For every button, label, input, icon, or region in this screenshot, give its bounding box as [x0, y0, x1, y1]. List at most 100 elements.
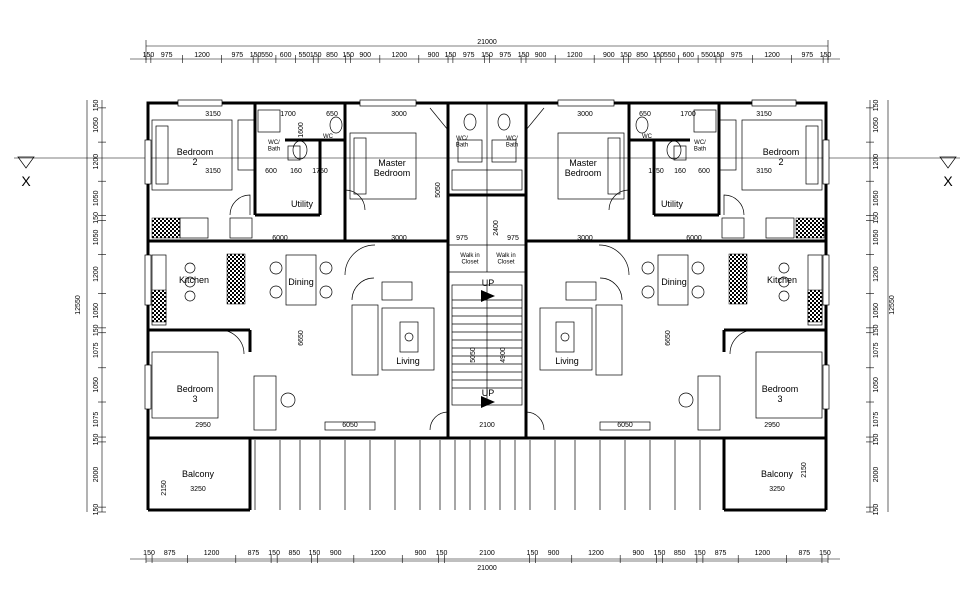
dim-label: 1050 — [93, 230, 100, 246]
dim-label: 875 — [248, 550, 260, 557]
dim-label: 150 — [309, 550, 321, 557]
dim-label: 1200 — [370, 550, 386, 557]
dim-label: 875 — [164, 550, 176, 557]
dim-label: 2000 — [93, 467, 100, 483]
dining-table-icon — [285, 254, 317, 306]
room-label-wc-left: WC — [323, 134, 334, 140]
dim-label: 900 — [603, 52, 615, 59]
room-label-wcbath-left: WC/Bath — [268, 140, 280, 153]
dim-label: 150 — [694, 550, 706, 557]
dim-label: 650 — [326, 111, 338, 118]
dim-label: 160 — [674, 168, 686, 175]
room-label-wcbath-center-right: WC/Bath — [506, 136, 518, 149]
bed-icon — [151, 119, 233, 191]
dim-label: 900 — [548, 550, 560, 557]
dim-label: 150 — [342, 52, 354, 59]
dim-label: 3250 — [769, 486, 785, 493]
dim-label: 875 — [798, 550, 810, 557]
dim-label: 1750 — [648, 168, 664, 175]
dim-label: 6000 — [686, 235, 702, 242]
dim-label: 150 — [436, 550, 448, 557]
sofa-icon — [595, 304, 623, 376]
dim-label: 1200 — [392, 52, 408, 59]
dim-label: 150 — [819, 550, 831, 557]
dim-label: 2950 — [195, 422, 211, 429]
dim-label: 975 — [161, 52, 173, 59]
dim-label: 1200 — [194, 52, 210, 59]
stair-label-up-bottom: UP — [482, 388, 495, 398]
dim-label: 3000 — [391, 235, 407, 242]
dim-label: 1075 — [93, 342, 100, 358]
left-dimension-chain: 12550 1501050120010501501050120010501501… — [75, 100, 106, 516]
dim-label: 3000 — [577, 235, 593, 242]
dim-label: 6000 — [272, 235, 288, 242]
dim-label: 2950 — [764, 422, 780, 429]
room-label-kitchen-left: Kitchen — [179, 275, 209, 285]
overall-width-top: 21000 — [477, 39, 497, 46]
dim-label: 600 — [683, 52, 695, 59]
dim-label: 150 — [873, 324, 880, 336]
dim-label: 900 — [359, 52, 371, 59]
dim-label: 850 — [636, 52, 648, 59]
dim-label: 150 — [518, 52, 530, 59]
dim-label: 150 — [873, 504, 880, 516]
dim-label: 150 — [143, 52, 155, 59]
dim-label: 550 — [261, 52, 273, 59]
dim-label: 1050 — [873, 230, 880, 246]
dim-label: 975 — [731, 52, 743, 59]
dim-label: 1200 — [764, 52, 780, 59]
dim-label: 3150 — [205, 168, 221, 175]
dim-label: 3150 — [205, 111, 221, 118]
dim-label: 975 — [507, 235, 519, 242]
dim-label: 1700 — [280, 111, 296, 118]
room-label-balcony-left: Balcony — [182, 469, 215, 479]
section-label-left: X — [21, 173, 31, 189]
balcony-railings — [254, 440, 701, 510]
dim-label: 5050 — [470, 347, 477, 363]
bed-icon — [349, 132, 417, 200]
dim-label: 975 — [499, 52, 511, 59]
dim-label: 900 — [415, 550, 427, 557]
dim-label: 1200 — [755, 550, 771, 557]
room-label-dining-left: Dining — [288, 277, 314, 287]
dim-label: 975 — [463, 52, 475, 59]
overall-height-right: 12550 — [889, 295, 896, 315]
stair-arrow-top-icon — [481, 290, 495, 302]
dim-label: 1050 — [93, 190, 100, 206]
dim-label: 1075 — [93, 412, 100, 428]
dim-label: 1050 — [873, 377, 880, 393]
dim-label: 1200 — [93, 154, 100, 170]
section-label-right: X — [943, 173, 953, 189]
bed-icon — [741, 119, 823, 191]
bed-icon — [151, 351, 219, 419]
dim-label: 150 — [93, 324, 100, 336]
bottom-dimension-chain: 21000 150 875 1200 875 150 850 150 900 1200 900 15… — [130, 550, 840, 572]
dim-label: 150 — [652, 52, 664, 59]
section-marker-left-icon — [17, 156, 35, 169]
dim-label: 1200 — [567, 52, 583, 59]
bed-icon — [557, 132, 625, 200]
dim-label: 1200 — [588, 550, 604, 557]
room-label-dining-right: Dining — [661, 277, 687, 287]
section-marker-right-icon — [939, 156, 957, 169]
dim-label: 1050 — [93, 377, 100, 393]
dim-label: 1050 — [873, 190, 880, 206]
dim-label: 150 — [93, 504, 100, 516]
dining-table-icon — [657, 254, 689, 306]
room-label-wc-right: WC — [642, 134, 653, 140]
dim-label: 6050 — [342, 422, 358, 429]
dim-label: 3150 — [756, 168, 772, 175]
dim-label: 6050 — [617, 422, 633, 429]
dim-label: 3150 — [756, 111, 772, 118]
furniture — [151, 109, 825, 431]
dim-label: 850 — [288, 550, 300, 557]
sofa-icon — [351, 304, 379, 376]
overall-width-bottom: 21000 — [477, 565, 497, 572]
dim-label: 4900 — [500, 347, 507, 363]
dim-label: 875 — [715, 550, 727, 557]
dim-label: 1075 — [873, 342, 880, 358]
